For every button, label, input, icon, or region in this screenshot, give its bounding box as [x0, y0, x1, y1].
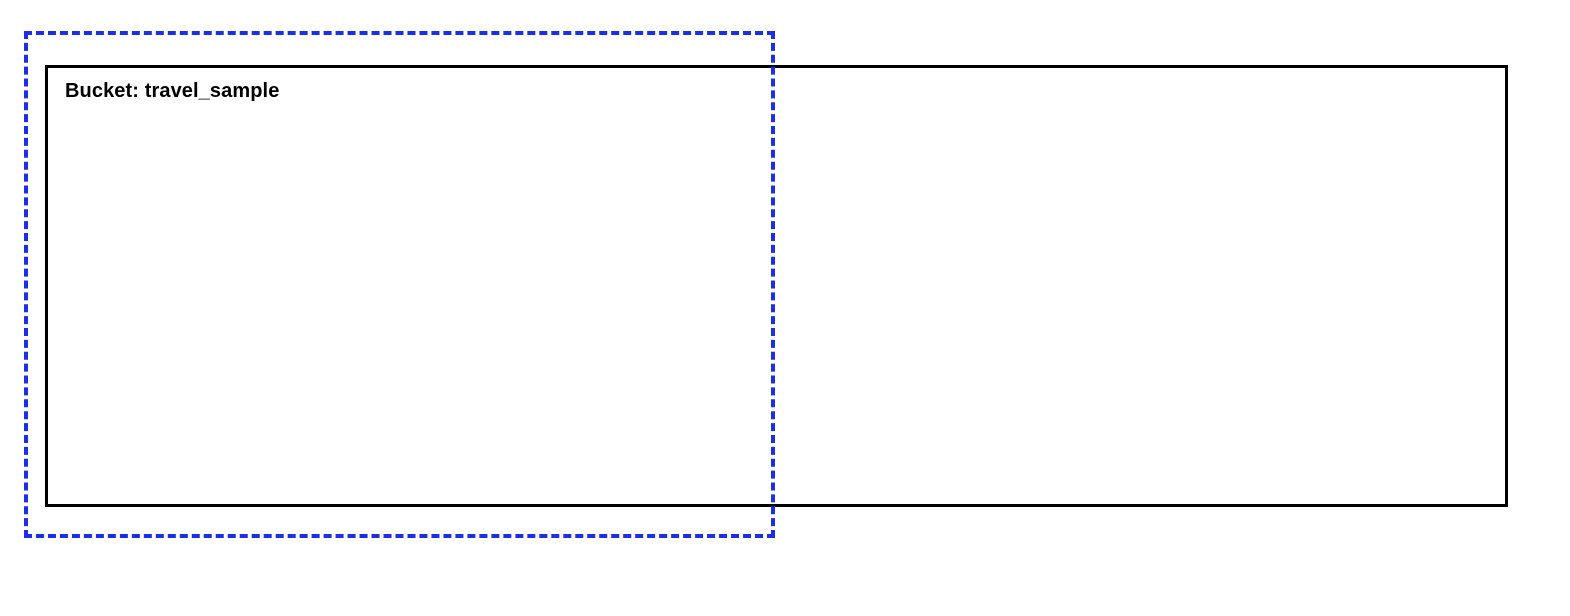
bucket-title: Bucket: travel_sample	[65, 80, 280, 102]
bucket-container: Bucket: travel_sample	[45, 65, 1508, 507]
